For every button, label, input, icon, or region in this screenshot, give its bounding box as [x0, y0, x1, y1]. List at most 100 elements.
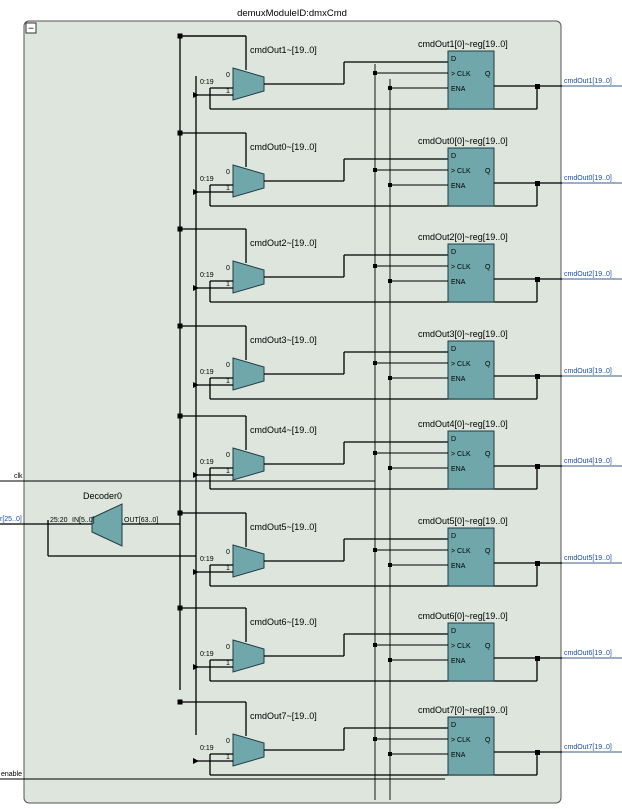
register-label: cmdOut2[0]~reg[19..0] [418, 232, 508, 242]
mux-pin-1: 1 [226, 468, 230, 475]
clk-label: clk [14, 473, 23, 480]
output-port-label: cmdOut5[19..0] [564, 555, 612, 562]
reg-pin-clk: > CLK [451, 71, 471, 78]
output-port-label: cmdOut2[19..0] [564, 271, 612, 278]
register-label: cmdOut0[0]~reg[19..0] [418, 136, 508, 146]
reg-pin-d: D [451, 153, 456, 160]
row-7: cmdOut7~[19..0]010:19cmdOut7[0]~reg[19..… [177, 699, 622, 776]
mux-pin-0: 0 [226, 738, 230, 745]
mux-block [232, 164, 265, 198]
reg-pin-ena: ENA [451, 466, 466, 473]
reg-pin-d: D [451, 722, 456, 729]
reg-pin-clk: > CLK [451, 643, 471, 650]
mux-block [232, 733, 265, 767]
mux-block [232, 544, 265, 578]
input-clk: clk [0, 473, 375, 482]
register-block [447, 622, 495, 682]
reg-pin-d: D [451, 436, 456, 443]
reg-pin-q: Q [485, 548, 491, 555]
mux-label: cmdOut6~[19..0] [250, 617, 317, 627]
mux-pin-0: 0 [226, 72, 230, 79]
row-6: cmdOut6~[19..0] 0 1 0:19 cmdOut6[0]~reg[19..… [177, 605, 622, 682]
register-block [447, 527, 495, 587]
mux-sel-label: 0:19 [200, 272, 214, 279]
row-1: cmdOut0~[19..0] 0 1 0:19 cmdOut0[0]~reg[19..… [177, 130, 622, 207]
mux-block [232, 357, 265, 391]
reg-pin-clk: > CLK [451, 451, 471, 458]
mux-pin-1: 1 [226, 185, 230, 192]
mux-pin-1: 1 [226, 378, 230, 385]
decoder-group: r[25..0] Decoder0 25:20 IN[5..0] OUT[63.… [0, 491, 196, 557]
reg-pin-ena: ENA [451, 279, 466, 286]
register-label: cmdOut4[0]~reg[19..0] [418, 419, 508, 429]
mux-label: cmdOut7~[19..0] [250, 711, 317, 721]
row-5: cmdOut5~[19..0] 0 1 0:19 cmdOut5[0]~reg[19..… [177, 510, 622, 587]
mux-label: cmdOut4~[19..0] [250, 425, 317, 435]
reg-pin-d: D [451, 56, 456, 63]
mux-pin-0: 0 [226, 644, 230, 651]
reg-pin-d: D [451, 533, 456, 540]
reg-pin-q: Q [485, 737, 491, 744]
register-label: cmdOut6[0]~reg[19..0] [418, 611, 508, 621]
row-3: cmdOut3~[19..0]010:19cmdOut3[0]~reg[19..… [177, 323, 622, 400]
reg-pin-clk: > CLK [451, 168, 471, 175]
reg-pin-clk: > CLK [451, 264, 471, 271]
register-block [447, 147, 495, 207]
reg-pin-d: D [451, 249, 456, 256]
mux-sel-label: 0:19 [200, 556, 214, 563]
module-title: demuxModuleID:dmxCmd [237, 8, 347, 19]
reg-pin-q: Q [485, 451, 491, 458]
mux-pin-0: 0 [226, 452, 230, 459]
output-port-label: cmdOut0[19..0] [564, 175, 612, 182]
mux-pin-1: 1 [226, 660, 230, 667]
mux-pin-0: 0 [226, 169, 230, 176]
reg-pin-q: Q [485, 264, 491, 271]
enable-label: enable [1, 771, 22, 778]
register-block [447, 716, 495, 776]
decoder-out-label: OUT[63..0] [124, 517, 158, 524]
register-label: cmdOut1[0]~reg[19..0] [418, 39, 508, 49]
mux-sel-label: 0:19 [200, 79, 214, 86]
mux-block [232, 67, 265, 101]
mux-label: cmdOut2~[19..0] [250, 238, 317, 248]
reg-pin-ena: ENA [451, 563, 466, 570]
mux-sel-label: 0:19 [200, 176, 214, 183]
mux-label: cmdOut3~[19..0] [250, 335, 317, 345]
register-label: cmdOut5[0]~reg[19..0] [418, 516, 508, 526]
register-block [447, 50, 495, 110]
row-2: cmdOut2~[19..0] 0 1 0:19 cmdOut2[0]~reg[19..… [177, 226, 622, 303]
input-enable: enable [0, 771, 445, 780]
mux-label: cmdOut0~[19..0] [250, 142, 317, 152]
mux-pin-1: 1 [226, 281, 230, 288]
output-port-label: cmdOut7[19..0] [564, 744, 612, 751]
mux-sel-label: 0:19 [200, 745, 214, 752]
mux-pin-1: 1 [226, 88, 230, 95]
mux-block [232, 447, 265, 481]
reg-pin-d: D [451, 628, 456, 635]
mux-label: cmdOut1~[19..0] [250, 45, 317, 55]
reg-pin-clk: > CLK [451, 737, 471, 744]
decoder-in-label: IN[5..0] [72, 517, 95, 524]
mux-label: cmdOut5~[19..0] [250, 522, 317, 532]
mux-sel-label: 0:19 [200, 651, 214, 658]
reg-pin-ena: ENA [451, 376, 466, 383]
reg-pin-q: Q [485, 71, 491, 78]
mux-block [232, 260, 265, 294]
mux-pin-1: 1 [226, 565, 230, 572]
register-block [447, 430, 495, 490]
reg-pin-clk: > CLK [451, 361, 471, 368]
mux-pin-0: 0 [226, 265, 230, 272]
reg-pin-q: Q [485, 361, 491, 368]
mux-sel-label: 0:19 [200, 459, 214, 466]
decoder-block [91, 503, 123, 547]
module-boundary [23, 20, 562, 804]
output-port-label: cmdOut6[19..0] [564, 650, 612, 657]
mux-pin-0: 0 [226, 549, 230, 556]
cmd-input-label: r[25..0] [0, 516, 22, 523]
collapse-button[interactable]: − [25, 22, 37, 35]
reg-pin-ena: ENA [451, 752, 466, 759]
mux-block [232, 639, 265, 673]
register-block [447, 243, 495, 303]
reg-pin-ena: ENA [451, 658, 466, 665]
